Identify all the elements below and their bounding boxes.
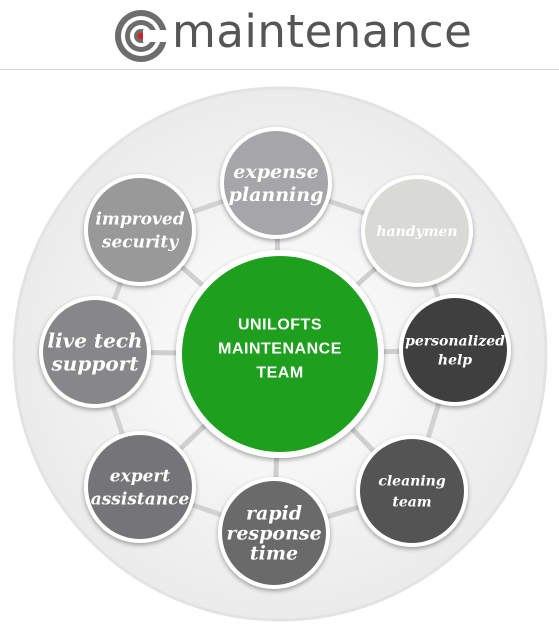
node-circle bbox=[224, 131, 328, 235]
node-circle bbox=[360, 439, 464, 543]
node-label: support bbox=[51, 352, 140, 376]
logo-icon bbox=[115, 10, 169, 62]
node-circle bbox=[43, 300, 147, 404]
node-circle bbox=[88, 435, 192, 539]
node-label: cleaning bbox=[378, 473, 445, 489]
center-label: MAINTENANCE bbox=[218, 341, 342, 358]
node-circle bbox=[88, 178, 192, 282]
node-label: team bbox=[392, 494, 431, 510]
node-improved-security: improved security bbox=[84, 174, 196, 286]
node-label: planning bbox=[229, 184, 324, 206]
node-handymen: handymen bbox=[361, 175, 473, 287]
node-label: expert bbox=[110, 466, 171, 486]
node-label: live tech bbox=[47, 329, 142, 353]
center-label: TEAM bbox=[256, 365, 303, 382]
node-personalized-help: personalized help bbox=[399, 294, 511, 406]
center-node: UNILOFTS MAINTENANCE TEAM bbox=[176, 250, 384, 458]
node-circle bbox=[403, 298, 507, 402]
logo-text: maintenance bbox=[172, 5, 473, 58]
header-divider bbox=[0, 69, 559, 70]
node-label: security bbox=[101, 232, 179, 252]
node-label: personalized bbox=[405, 333, 505, 349]
site-header: maintenance bbox=[0, 0, 559, 70]
node-label: handymen bbox=[376, 224, 457, 240]
node-circle bbox=[222, 481, 326, 585]
center-label: UNILOFTS bbox=[238, 317, 322, 334]
node-label: expense bbox=[233, 161, 318, 183]
node-cleaning-team: cleaning team bbox=[356, 435, 468, 547]
node-label: assistance bbox=[91, 489, 190, 509]
node-circle bbox=[365, 179, 469, 283]
center-circle bbox=[182, 256, 378, 452]
node-label: help bbox=[438, 352, 472, 368]
node-label: response bbox=[226, 523, 321, 545]
node-label: rapid bbox=[246, 503, 302, 525]
node-expert-assistance: expert assistance bbox=[84, 431, 196, 543]
node-label: improved bbox=[95, 209, 184, 229]
node-label: time bbox=[250, 543, 298, 565]
